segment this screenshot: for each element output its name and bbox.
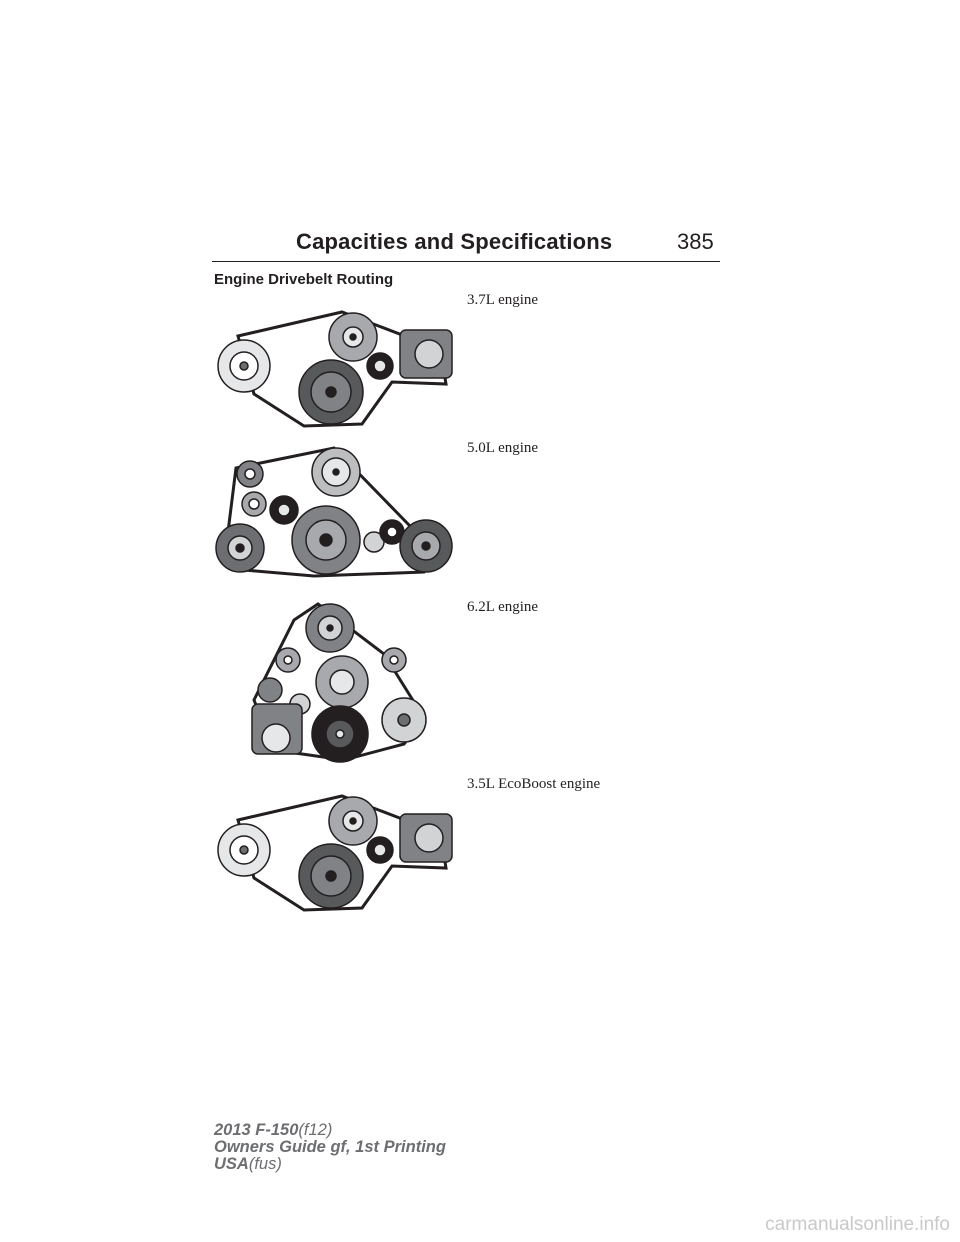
drivebelt-diagram-3-7l xyxy=(217,310,453,428)
watermark: carmanualsonline.info xyxy=(765,1214,950,1235)
footer-model-code: (f12) xyxy=(298,1121,333,1139)
footer-market-code: (fus) xyxy=(248,1155,282,1173)
footer-model: 2013 F-150 xyxy=(214,1121,299,1139)
drivebelt-diagram-6-2l xyxy=(251,602,427,763)
footer-market: USA xyxy=(214,1155,249,1173)
engine-label-3-7l: 3.7L engine xyxy=(467,292,539,308)
drivebelt-diagram-3-5l-ecoboost xyxy=(217,794,453,912)
section-heading: Engine Drivebelt Routing xyxy=(214,271,394,288)
engine-label-5-0l: 5.0L engine xyxy=(467,440,539,456)
drivebelt-diagram-5-0l xyxy=(215,446,453,578)
page-number: 385 xyxy=(677,229,714,254)
header-divider xyxy=(212,261,720,262)
engine-label-3-5l-ecoboost: 3.5L EcoBoost engine xyxy=(467,776,601,792)
engine-label-6-2l: 6.2L engine xyxy=(467,599,539,615)
footer-edition: Owners Guide gf, 1st Printing xyxy=(214,1138,446,1156)
document-footer: 2013 F-150(f12) Owners Guide gf, 1st Pri… xyxy=(214,1122,446,1173)
page-title: Capacities and Specifications xyxy=(296,229,613,254)
